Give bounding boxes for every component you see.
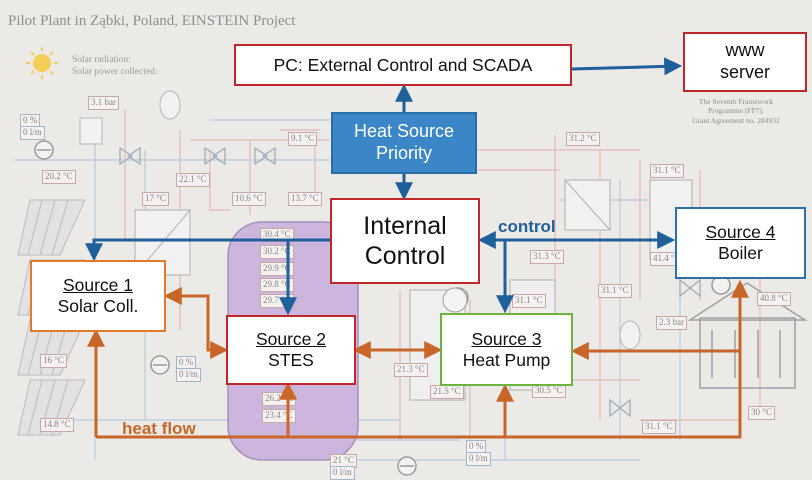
reading-pct-3b: 0 l/m (330, 466, 355, 480)
reading-pressure-1: 3.1 bar (88, 96, 119, 110)
reading-pct-4b: 0 l/m (466, 452, 491, 466)
reading-temp-20-2: 20.2 °C (42, 170, 76, 184)
source2-title: Source 2 (255, 329, 327, 349)
arrow-internal-to-source1 (85, 238, 330, 262)
heat-source-priority-line2: Priority (375, 143, 432, 163)
fp7-line-2: Programme (FP7). (708, 106, 764, 116)
source2-subtitle: STES (268, 350, 314, 370)
reading-temp-31-1a: 31.1 °C (650, 164, 684, 178)
reading-temp-22-1: 22.1 °C (176, 173, 210, 187)
reading-temp-9-1: 9.1 °C (288, 132, 318, 146)
source4-subtitle: Boiler (718, 243, 763, 263)
www-server-line2: server (719, 62, 770, 82)
reading-temp-21-3: 21.3 °C (394, 363, 428, 377)
internal-control-line2: Control (364, 242, 446, 270)
www-server-box: www server (683, 32, 807, 92)
source3-heat-pump-box: Source 3 Heat Pump (440, 313, 573, 386)
heat-source-priority-box: Heat Source Priority (331, 112, 477, 174)
source1-subtitle: Solar Coll. (57, 296, 139, 316)
sun-icon (26, 47, 58, 79)
reading-temp-31-2: 31.2 °C (566, 132, 600, 146)
solar-radiation-label: Solar radiation: (72, 55, 131, 65)
reading-temp-31-1d: 31.1 °C (642, 420, 676, 434)
internal-control-box: Internal Control (330, 198, 480, 284)
source2-stes-box: Source 2 STES (226, 315, 356, 385)
reading-pct-2b: 0 l/m (176, 368, 201, 382)
fp7-grant-note: The Seventh Framework Programme (FP7). G… (688, 97, 784, 125)
reading-temp-29-8: 29.8 °C (260, 278, 294, 292)
internal-control-line1: Internal (363, 212, 447, 240)
reading-temp-29-9: 29.9 °C (260, 262, 294, 276)
reading-temp-31-3: 31.3 °C (530, 250, 564, 264)
heat-flow-label: heat flow (122, 419, 196, 438)
heat-flow-bus (96, 284, 742, 439)
fp7-line-3: Grant Agreement no. 284932 (692, 115, 780, 125)
source3-title: Source 3 (471, 328, 542, 349)
arrow-source2-source1 (163, 287, 210, 350)
reading-temp-14-8: 14.8 °C (40, 418, 74, 432)
arrow-pc-to-www (571, 57, 683, 76)
arrow-source1-source2 (166, 294, 229, 359)
heat-source-priority-line1: Heat Source (353, 121, 455, 142)
source3-subtitle: Heat Pump (462, 349, 551, 370)
source4-boiler-box: Source 4 Boiler (675, 207, 806, 279)
pc-scada-box: PC: External Control and SCADA (234, 44, 572, 86)
reading-temp-30: 30 °C (748, 406, 775, 420)
www-server-line1: www (725, 40, 765, 61)
pc-scada-label: PC: External Control and SCADA (273, 54, 533, 75)
reading-temp-16: 16 °C (40, 354, 67, 368)
reading-temp-30-2: 30.2 °C (260, 245, 294, 259)
reading-temp-17: 17 °C (142, 192, 169, 206)
solar-power-label: Solar power collected: (72, 67, 158, 77)
arrow-internal-to-source2 (279, 238, 330, 316)
reading-temp-10-6: 10.6 °C (232, 192, 266, 206)
source4-title: Source 4 (705, 222, 776, 242)
reading-pct-1b: 0 l/m (20, 126, 45, 140)
source1-title: Source 1 (62, 275, 134, 295)
reading-temp-40-8: 40.8 °C (757, 292, 791, 306)
control-flow-label: control (498, 217, 556, 236)
reading-temp-13-7: 13.7 °C (288, 192, 322, 206)
reading-temp-31-1c: 31.1 °C (598, 284, 632, 298)
fp7-line-1: The Seventh Framework (698, 97, 774, 106)
source1-solar-box: Source 1 Solar Coll. (30, 260, 166, 332)
plant-title: Pilot Plant in Ząbki, Poland, EINSTEIN P… (8, 13, 296, 29)
reading-pressure-2: 2.3 bar (656, 316, 687, 330)
